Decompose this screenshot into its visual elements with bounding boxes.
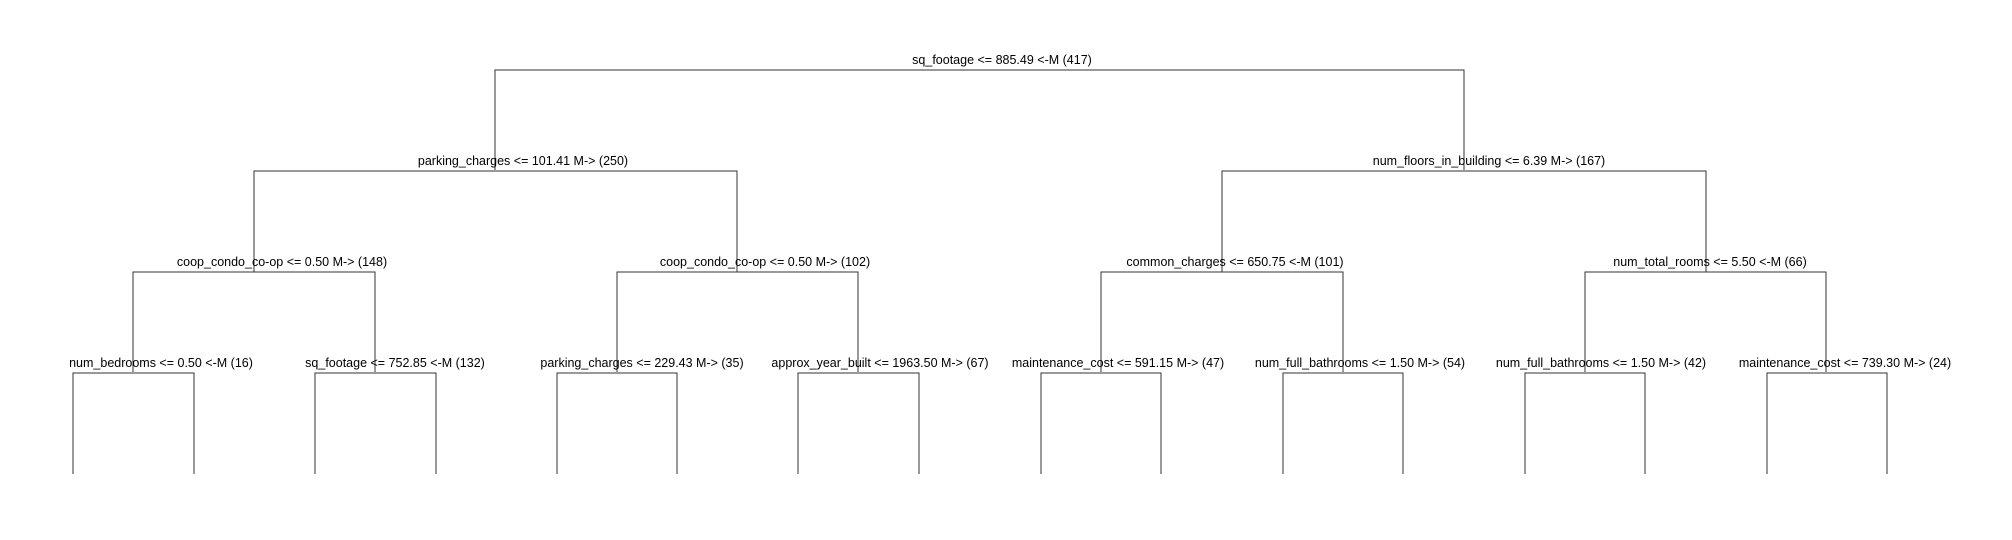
edge-n-lll <box>72 372 195 474</box>
edge-n-rlr <box>1282 372 1404 474</box>
node-label-n-lrl: parking_charges <= 229.43 M-> (35) <box>540 356 743 370</box>
edge-n-lrl <box>556 372 678 474</box>
node-label-n-rlr: num_full_bathrooms <= 1.50 M-> (54) <box>1255 356 1465 370</box>
edge-n-rll <box>1040 372 1162 474</box>
node-label-n-rrl: num_full_bathrooms <= 1.50 M-> (42) <box>1496 356 1706 370</box>
node-label-n-lr: coop_condo_co-op <= 0.50 M-> (102) <box>660 255 870 269</box>
edge-n-r <box>1221 170 1707 272</box>
tree-node-labels: sq_footage <= 885.49 <-M (417) parking_c… <box>69 53 1951 370</box>
edge-n-rrr <box>1766 372 1888 474</box>
node-label-n-r: num_floors_in_building <= 6.39 M-> (167) <box>1373 154 1605 168</box>
edge-n-rl <box>1100 271 1344 372</box>
node-label-n-rr: num_total_rooms <= 5.50 <-M (66) <box>1613 255 1807 269</box>
node-label-n-lrr: approx_year_built <= 1963.50 M-> (67) <box>771 356 988 370</box>
edge-root <box>494 69 1465 170</box>
edge-n-lr <box>616 271 859 372</box>
edge-n-rrl <box>1524 372 1646 474</box>
edge-n-lrr <box>797 372 920 474</box>
edge-n-ll <box>132 271 376 372</box>
tree-edges <box>72 69 1888 474</box>
node-label-n-ll: coop_condo_co-op <= 0.50 M-> (148) <box>177 255 387 269</box>
node-label-n-rl: common_charges <= 650.75 <-M (101) <box>1126 255 1343 269</box>
edge-n-l <box>253 170 738 272</box>
edge-n-llr <box>314 372 437 474</box>
node-label-root: sq_footage <= 885.49 <-M (417) <box>912 53 1092 67</box>
node-label-n-rrr: maintenance_cost <= 739.30 M-> (24) <box>1739 356 1951 370</box>
edge-n-rr <box>1584 271 1827 372</box>
node-label-n-lll: num_bedrooms <= 0.50 <-M (16) <box>69 356 253 370</box>
node-label-n-l: parking_charges <= 101.41 M-> (250) <box>418 154 628 168</box>
node-label-n-rll: maintenance_cost <= 591.15 M-> (47) <box>1012 356 1224 370</box>
node-label-n-llr: sq_footage <= 752.85 <-M (132) <box>305 356 485 370</box>
